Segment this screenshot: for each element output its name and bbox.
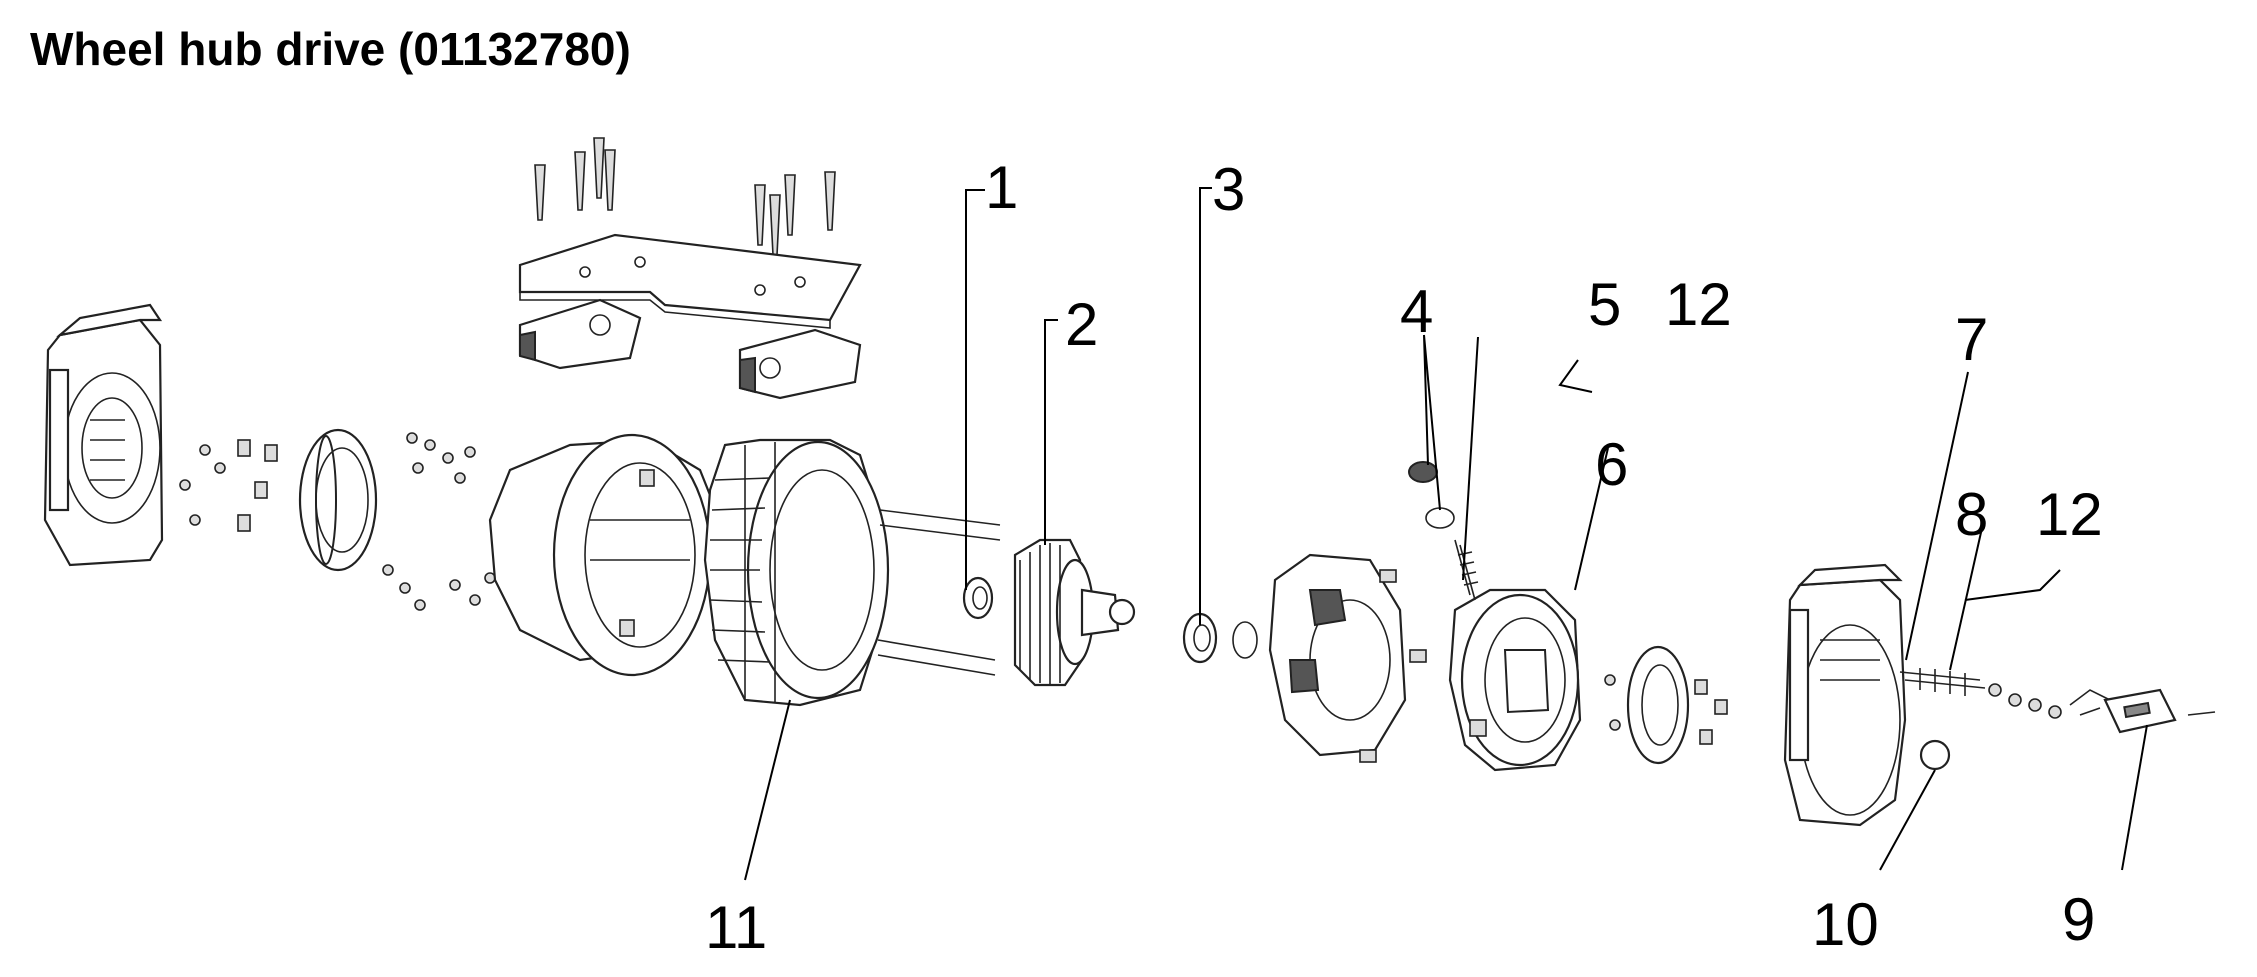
motor-housing (488, 433, 722, 677)
right-housing-cover (1783, 563, 1907, 827)
callout-3: 3 (1212, 156, 1245, 223)
cap-part10 (1919, 739, 1951, 771)
callout-11: 11 (705, 894, 767, 961)
spring-part5 (1454, 539, 1479, 601)
callout-7: 7 (1955, 306, 1988, 373)
callout-10: 10 (1812, 891, 1879, 958)
cap-and-oring (1408, 461, 1455, 529)
callout-5: 5 (1588, 271, 1621, 338)
callout-12-right: 12 (2036, 481, 2103, 548)
bolt-cluster (382, 432, 496, 611)
gear-assembly (1013, 538, 1136, 687)
long-bolts (877, 509, 1001, 676)
callout-6: 6 (1595, 431, 1628, 498)
right-seal-ring (1604, 645, 1728, 765)
callout-2: 2 (1065, 291, 1098, 358)
callout-1: 1 (985, 154, 1018, 221)
cover-plate (2103, 688, 2216, 734)
callout-labels: 1 2 3 4 5 12 6 7 8 12 9 10 11 (705, 154, 2103, 961)
callout-12-top: 12 (1665, 271, 1732, 338)
brake-carrier (1268, 553, 1427, 763)
wheel-tyre (703, 438, 890, 707)
mounting-plate (518, 233, 862, 329)
callout-9: 9 (2062, 886, 2095, 953)
sensor-parts (1899, 668, 2111, 719)
left-seal-ring (298, 428, 378, 572)
bearing-part3 (1182, 612, 1258, 664)
diagram-title: Wheel hub drive (01132780) (30, 23, 631, 75)
mounting-block-left (518, 298, 642, 370)
mounting-block-right (738, 328, 862, 400)
left-housing-cover (43, 303, 164, 567)
left-screws (179, 439, 278, 532)
brake-disc-housing (1448, 588, 1582, 772)
callout-8: 8 (1955, 481, 1988, 548)
leader-lines (744, 187, 2148, 881)
top-bolts (534, 137, 836, 256)
callout-4: 4 (1400, 278, 1433, 345)
bearing-small (962, 576, 994, 620)
